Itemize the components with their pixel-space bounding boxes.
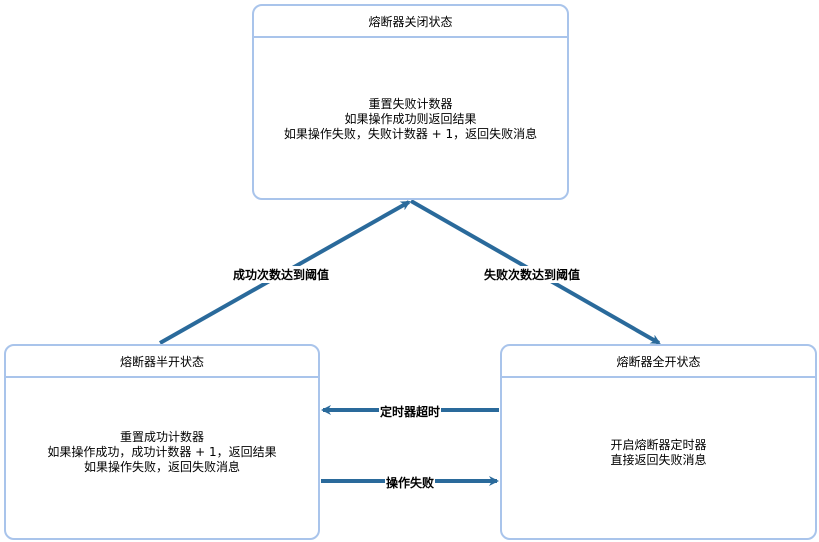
state-closed-line: 如果操作失败，失败计数器 + 1，返回失败消息 bbox=[283, 126, 538, 141]
label-half-to-open: 操作失败 bbox=[385, 474, 436, 491]
state-open-line: 直接返回失败消息 bbox=[610, 453, 707, 467]
label-half-to-closed: 成功次数达到阈值 bbox=[232, 266, 331, 283]
state-closed-line: 重置失败计数器 bbox=[368, 96, 453, 111]
label-open-to-half: 定时器超时 bbox=[379, 403, 442, 420]
state-closed-title: 熔断器关闭状态 bbox=[254, 6, 567, 38]
label-closed-to-open: 失败次数达到阈值 bbox=[483, 266, 582, 283]
state-open: 熔断器全开状态 开启熔断器定时器 直接返回失败消息 bbox=[500, 344, 817, 540]
state-half-open-line: 如果操作成功，成功计数器 + 1，返回结果 bbox=[47, 445, 277, 459]
state-half-open: 熔断器半开状态 重置成功计数器 如果操作成功，成功计数器 + 1，返回结果 如果… bbox=[4, 344, 320, 540]
state-open-body: 开启熔断器定时器 直接返回失败消息 bbox=[502, 380, 815, 538]
state-half-open-line: 如果操作失败，返回失败消息 bbox=[83, 460, 240, 474]
state-open-line: 开启熔断器定时器 bbox=[610, 438, 707, 452]
state-closed: 熔断器关闭状态 重置失败计数器 如果操作成功则返回结果 如果操作失败，失败计数器… bbox=[252, 4, 569, 200]
state-closed-line: 如果操作成功则返回结果 bbox=[344, 111, 477, 126]
state-open-title: 熔断器全开状态 bbox=[502, 346, 815, 378]
state-half-open-line: 重置成功计数器 bbox=[119, 430, 204, 444]
state-half-open-title: 熔断器半开状态 bbox=[6, 346, 318, 378]
state-closed-body: 重置失败计数器 如果操作成功则返回结果 如果操作失败，失败计数器 + 1，返回失… bbox=[254, 40, 567, 198]
state-half-open-body: 重置成功计数器 如果操作成功，成功计数器 + 1，返回结果 如果操作失败，返回失… bbox=[6, 380, 318, 538]
